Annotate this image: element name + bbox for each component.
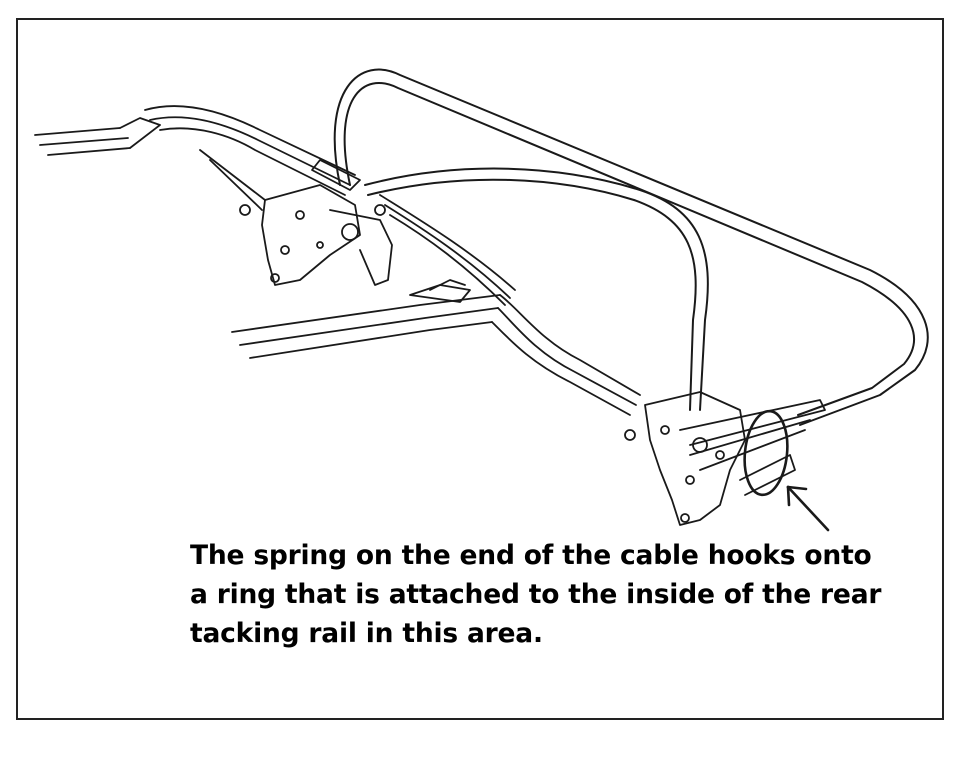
front-side-rail (34, 105, 361, 196)
rear-latch-assembly (624, 391, 826, 526)
diagram-frame (16, 18, 944, 720)
caption-line-2: a ring that is attached to the inside of… (190, 579, 882, 610)
middle-bow (364, 167, 709, 411)
rear-side-rail (231, 279, 641, 416)
rear-bow (333, 68, 929, 426)
front-hinge-bracket (199, 149, 393, 286)
highlight-circle (743, 409, 789, 497)
caption: The spring on the end of the cable hooks… (190, 536, 930, 653)
caption-line-3: tacking rail in this area. (190, 618, 543, 649)
pointer-arrow (786, 485, 830, 532)
cross-rail (379, 194, 516, 306)
caption-line-1: The spring on the end of the cable hooks… (190, 540, 872, 571)
